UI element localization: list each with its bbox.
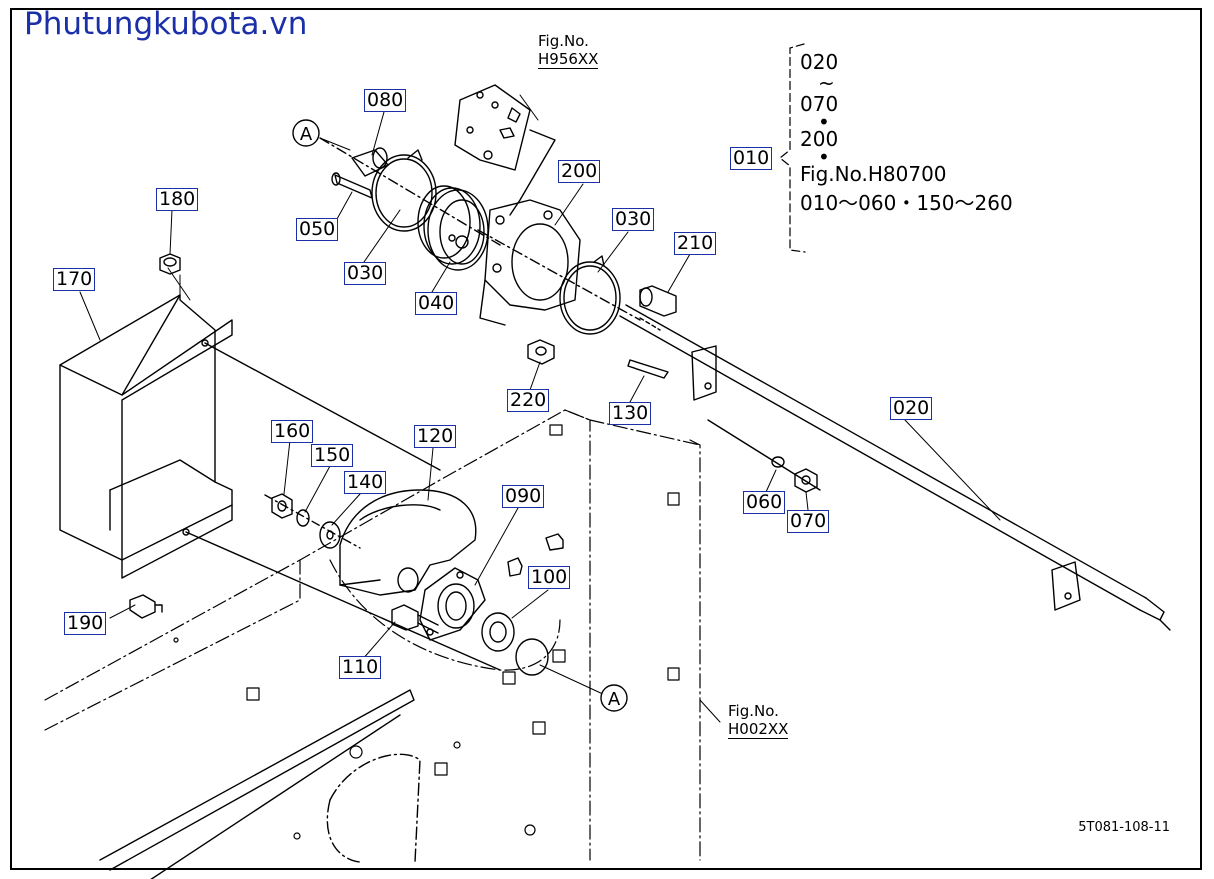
part-label-120[interactable]: 120 xyxy=(414,425,457,448)
part-label-110[interactable]: 110 xyxy=(339,656,382,679)
washer-140 xyxy=(319,521,341,549)
part-label-060[interactable]: 060 xyxy=(743,491,786,514)
part-label-050[interactable]: 050 xyxy=(296,218,339,241)
marker-a-bottom[interactable]: A xyxy=(600,684,628,712)
part-label-070[interactable]: 070 xyxy=(787,510,830,533)
bearing-100 xyxy=(481,612,515,652)
bolt-190 xyxy=(129,594,163,619)
housing-120 xyxy=(339,489,477,596)
assembly-line: 200 xyxy=(800,127,839,151)
fig-ref-code: H956XX xyxy=(538,50,599,69)
flange-090 xyxy=(419,567,486,641)
frame-plate xyxy=(44,409,701,861)
part-label-030[interactable]: 030 xyxy=(344,262,387,285)
bolt-210 xyxy=(639,285,677,317)
fig-ref-label: Fig.No. xyxy=(728,702,779,720)
marker-a-top-text: A xyxy=(300,124,313,145)
part-label-020[interactable]: 020 xyxy=(890,397,933,420)
drawing-frame xyxy=(10,8,1202,870)
fig-ref-h002xx[interactable]: Fig.No. H002XX xyxy=(728,702,789,739)
assembly-note: 020 ~ 070 • 200 • Fig.No.H80700 010～060・… xyxy=(800,52,1013,214)
shaft-020 xyxy=(619,304,1171,631)
axis-line-top xyxy=(319,137,501,246)
circlip-bottom xyxy=(515,638,549,676)
leader-cover-top xyxy=(204,342,441,471)
washer-060 xyxy=(771,456,785,468)
part-label-150[interactable]: 150 xyxy=(311,444,354,467)
assembly-line: • xyxy=(818,110,830,134)
nut-070 xyxy=(794,468,818,493)
assembly-brace xyxy=(779,43,806,253)
leader-shaft xyxy=(707,419,821,491)
part-label-160[interactable]: 160 xyxy=(271,420,314,443)
watermark-logo: Phutungkubota.vn xyxy=(24,6,308,42)
pin-050 xyxy=(331,172,373,199)
part-label-010[interactable]: 010 xyxy=(730,147,773,170)
bracket-200 xyxy=(479,199,581,326)
assembly-line: Fig.No.H80700 xyxy=(800,162,947,186)
cover-170 xyxy=(59,294,233,579)
part-label-200[interactable]: 200 xyxy=(558,160,601,183)
part-label-130[interactable]: 130 xyxy=(609,402,652,425)
nut-220 xyxy=(527,339,555,365)
part-label-190[interactable]: 190 xyxy=(64,612,107,635)
leader-cover-bottom xyxy=(185,531,501,671)
pulley-040 xyxy=(417,185,489,271)
assembly-line: ~ xyxy=(818,71,835,95)
assembly-line: 070 xyxy=(800,92,839,116)
key-130 xyxy=(627,359,669,379)
fig-ref-label: Fig.No. xyxy=(538,32,589,50)
assembly-line: 020 xyxy=(800,50,839,74)
drawing-number: 5T081-108-11 xyxy=(1078,820,1170,835)
part-label-140[interactable]: 140 xyxy=(344,471,387,494)
bolt-110 xyxy=(391,604,439,634)
marker-a-bottom-text: A xyxy=(608,689,621,710)
fig-ref-h956xx[interactable]: Fig.No. H956XX xyxy=(538,32,599,69)
leader-lines xyxy=(79,94,1001,723)
part-label-040[interactable]: 040 xyxy=(415,292,458,315)
nut-160 xyxy=(271,493,293,519)
part-label-170[interactable]: 170 xyxy=(53,268,96,291)
part-label-180[interactable]: 180 xyxy=(156,188,199,211)
part-label-210[interactable]: 210 xyxy=(674,232,717,255)
bracket-plate xyxy=(454,84,556,216)
lockwasher-150 xyxy=(296,509,310,527)
fig-ref-code: H002XX xyxy=(728,720,789,739)
part-label-100[interactable]: 100 xyxy=(528,566,571,589)
part-label-220[interactable]: 220 xyxy=(507,389,550,412)
assembly-line: 010～060・150～260 xyxy=(800,191,1013,215)
circlip-030-left xyxy=(371,149,437,232)
circlip-030-right xyxy=(559,255,621,335)
marker-a-top[interactable]: A xyxy=(292,119,320,147)
frame-rails xyxy=(99,689,421,879)
part-label-080[interactable]: 080 xyxy=(364,89,407,112)
frame-nuts xyxy=(173,424,680,840)
screws xyxy=(397,533,564,593)
part-label-090[interactable]: 090 xyxy=(502,485,545,508)
assembly-line: • xyxy=(818,145,830,169)
part-label-030[interactable]: 030 xyxy=(612,208,655,231)
